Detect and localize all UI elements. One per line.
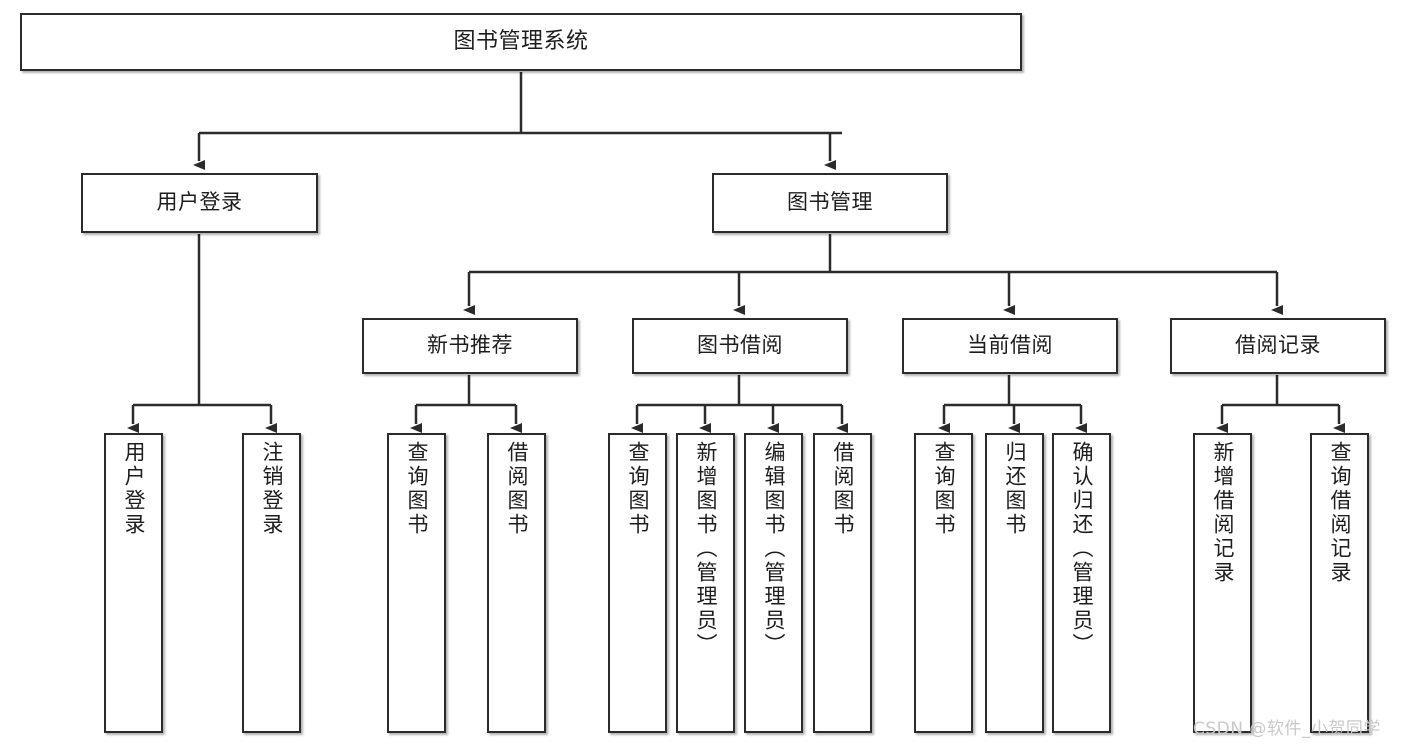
node-current-borrow-label: 当前借阅: [967, 333, 1053, 358]
node-current-borrow[interactable]: 当前借阅: [902, 318, 1118, 374]
node-new-book-rec-label: 新书推荐: [427, 333, 513, 358]
node-leaf-query-record-label: 查询借阅记录: [1328, 441, 1352, 585]
node-leaf-query-book-1-label: 查询图书: [405, 441, 429, 537]
node-borrow-record[interactable]: 借阅记录: [1170, 318, 1386, 374]
node-leaf-add-book-label: 新增图书（管理员）: [694, 441, 718, 657]
node-leaf-user-login[interactable]: 用户登录: [104, 433, 163, 733]
node-leaf-query-record[interactable]: 查询借阅记录: [1310, 433, 1369, 733]
node-leaf-query-book-2[interactable]: 查询图书: [608, 433, 667, 733]
node-leaf-logout-label: 注销登录: [260, 441, 284, 537]
node-leaf-edit-book[interactable]: 编辑图书（管理员）: [744, 433, 803, 733]
node-leaf-query-book-2-label: 查询图书: [626, 441, 650, 537]
node-leaf-borrow-book-2[interactable]: 借阅图书: [813, 433, 872, 733]
node-user-login[interactable]: 用户登录: [81, 173, 318, 233]
node-leaf-user-login-label: 用户登录: [122, 441, 146, 537]
node-leaf-return-book[interactable]: 归还图书: [985, 433, 1044, 733]
node-leaf-query-book-3[interactable]: 查询图书: [914, 433, 973, 733]
node-book-borrow-label: 图书借阅: [697, 333, 783, 358]
node-leaf-add-record-label: 新增借阅记录: [1211, 441, 1235, 585]
node-book-borrow[interactable]: 图书借阅: [632, 318, 848, 374]
node-leaf-confirm-return[interactable]: 确认归还（管理员）: [1052, 433, 1111, 733]
node-root[interactable]: 图书管理系统: [20, 13, 1022, 71]
node-leaf-add-book[interactable]: 新增图书（管理员）: [676, 433, 735, 733]
node-leaf-logout[interactable]: 注销登录: [242, 433, 301, 733]
node-new-book-rec[interactable]: 新书推荐: [362, 318, 578, 374]
csdn-watermark: CSDN @软件_小贺同学: [1193, 719, 1381, 739]
node-borrow-record-label: 借阅记录: [1235, 333, 1321, 358]
node-leaf-borrow-book-1[interactable]: 借阅图书: [487, 433, 546, 733]
node-leaf-add-record[interactable]: 新增借阅记录: [1193, 433, 1252, 733]
node-root-label: 图书管理系统: [453, 28, 589, 54]
node-book-manage-label: 图书管理: [787, 190, 873, 215]
node-leaf-edit-book-label: 编辑图书（管理员）: [762, 441, 786, 657]
node-book-manage[interactable]: 图书管理: [712, 173, 948, 233]
node-leaf-borrow-book-1-label: 借阅图书: [505, 441, 529, 537]
node-leaf-return-book-label: 归还图书: [1003, 441, 1027, 537]
node-leaf-borrow-book-2-label: 借阅图书: [831, 441, 855, 537]
node-leaf-query-book-3-label: 查询图书: [932, 441, 956, 537]
node-leaf-confirm-return-label: 确认归还（管理员）: [1070, 441, 1094, 657]
node-user-login-label: 用户登录: [156, 190, 243, 215]
node-leaf-query-book-1[interactable]: 查询图书: [387, 433, 446, 733]
